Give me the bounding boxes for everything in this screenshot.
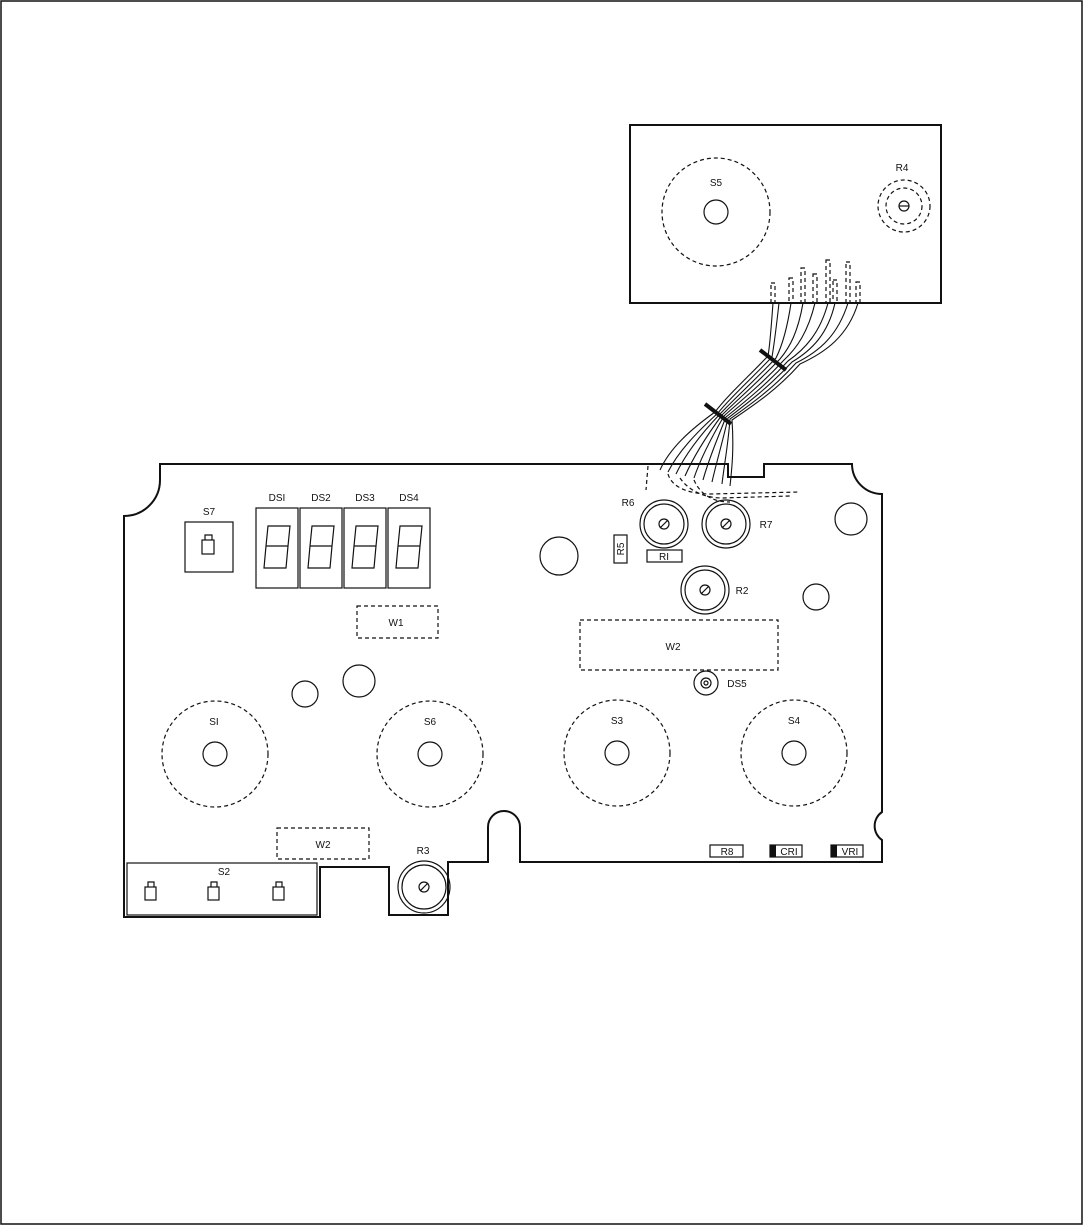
- label-ds1: DSI: [269, 493, 286, 504]
- display-ds1: DSI: [255, 493, 299, 589]
- switch-s3: S3: [563, 699, 671, 807]
- jumper-w2-upper: W2: [579, 619, 779, 671]
- switch-s5: S5: [661, 157, 771, 267]
- label-w2-lower: W2: [316, 840, 331, 851]
- label-s6: S6: [424, 717, 437, 728]
- label-s2: S2: [218, 867, 231, 878]
- wire-harness: [645, 302, 859, 503]
- switch-s6: S6: [376, 700, 484, 808]
- display-ds2: DS2: [299, 493, 343, 589]
- jumper-w2-lower: W2: [276, 827, 370, 860]
- label-ds4: DS4: [399, 493, 419, 504]
- label-s7: S7: [203, 507, 216, 518]
- pot-r7: R7: [701, 499, 773, 549]
- label-vr1: VRI: [842, 847, 859, 858]
- label-ds2: DS2: [311, 493, 331, 504]
- label-r3: R3: [417, 846, 430, 857]
- pot-r3: R3: [397, 846, 451, 914]
- label-s1: SI: [209, 717, 218, 728]
- label-s3: S3: [611, 716, 624, 727]
- main-board-outline: [123, 463, 883, 918]
- pot-r6: R6: [622, 498, 689, 549]
- switch-s7: S7: [184, 507, 234, 573]
- label-r5: R5: [616, 542, 627, 555]
- display-ds4: DS4: [387, 493, 431, 589]
- switch-bank-s2: S2: [126, 862, 318, 916]
- resistor-r1: RI: [646, 549, 683, 563]
- label-r4: R4: [896, 163, 909, 174]
- label-s5: S5: [710, 178, 723, 189]
- upper-board-outline: [629, 124, 942, 304]
- label-r1: RI: [659, 552, 669, 563]
- label-ds3: DS3: [355, 493, 375, 504]
- label-w1: W1: [389, 618, 404, 629]
- switch-s4: S4: [740, 699, 848, 807]
- resistor-r5: R5: [613, 534, 628, 564]
- label-ds5: DS5: [727, 679, 747, 690]
- pot-r4: R4: [877, 163, 931, 233]
- led-ds5: DS5: [693, 670, 747, 696]
- upper-connector-pins: [770, 259, 861, 304]
- mounting-hole: [834, 502, 868, 536]
- resistor-r8: R8: [709, 844, 744, 858]
- display-ds3: DS3: [343, 493, 387, 589]
- label-r8: R8: [721, 847, 734, 858]
- label-w2-upper: W2: [666, 642, 681, 653]
- pot-r2: R2: [680, 565, 749, 615]
- label-r7: R7: [760, 520, 773, 531]
- label-r2: R2: [736, 586, 749, 597]
- main-board: S7 DSI DS2 DS3 DS4 W1: [123, 463, 883, 918]
- label-s4: S4: [788, 716, 801, 727]
- diode-cr1: CRI: [769, 844, 803, 858]
- mounting-hole: [342, 664, 376, 698]
- mounting-hole: [802, 583, 830, 611]
- label-r6: R6: [622, 498, 635, 509]
- diode-vr1: VRI: [830, 844, 864, 858]
- mounting-hole: [291, 680, 319, 708]
- upper-board: S5 R4: [629, 124, 942, 304]
- mounting-hole: [539, 536, 579, 576]
- jumper-w1: W1: [356, 605, 439, 639]
- switch-s1: SI: [161, 700, 269, 808]
- label-cr1: CRI: [780, 847, 797, 858]
